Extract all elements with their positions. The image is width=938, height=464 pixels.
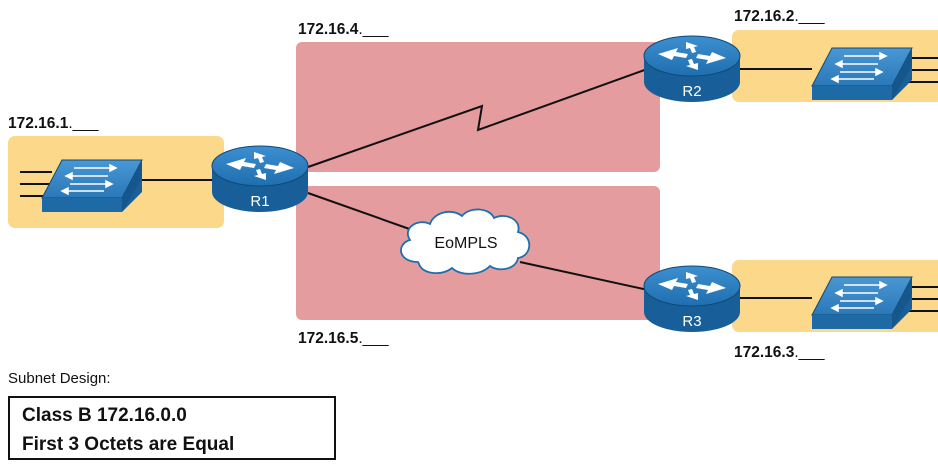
router-r3-icon: R3 [643, 265, 741, 332]
router-r1-icon: R1 [211, 145, 309, 212]
eompls-cloud-icon: EoMPLS [400, 208, 531, 275]
eompls-subnet-label: 172.16.5.___ [298, 330, 389, 347]
serial-link [307, 67, 651, 168]
r1-lan-subnet-label: 172.16.1.___ [8, 115, 99, 132]
design-line-class: Class B 172.16.0.0 [22, 405, 187, 426]
switch-r1-lan-icon [41, 159, 143, 212]
design-line-octets: First 3 Octets are Equal [22, 434, 235, 455]
r2-lan-subnet-label: 172.16.2.___ [734, 8, 825, 25]
subnet-design-box: Class B 172.16.0.0 First 3 Octets are Eq… [8, 396, 336, 460]
serial-subnet-label: 172.16.4.___ [298, 21, 389, 38]
eompls-link-r3 [519, 261, 649, 291]
router-r2-icon: R2 [643, 35, 741, 102]
switch-r2-lan-icon [811, 47, 913, 100]
switch-r3-lan-icon [811, 276, 913, 329]
subnet-design-caption: Subnet Design: [8, 370, 111, 387]
router-r2-label: R2 [682, 83, 701, 100]
router-r1-label: R1 [250, 193, 269, 210]
eompls-cloud-label: EoMPLS [434, 235, 497, 252]
eompls-link-r1 [307, 192, 419, 233]
router-r3-label: R3 [682, 313, 701, 330]
r3-lan-subnet-label: 172.16.3.___ [734, 344, 825, 361]
